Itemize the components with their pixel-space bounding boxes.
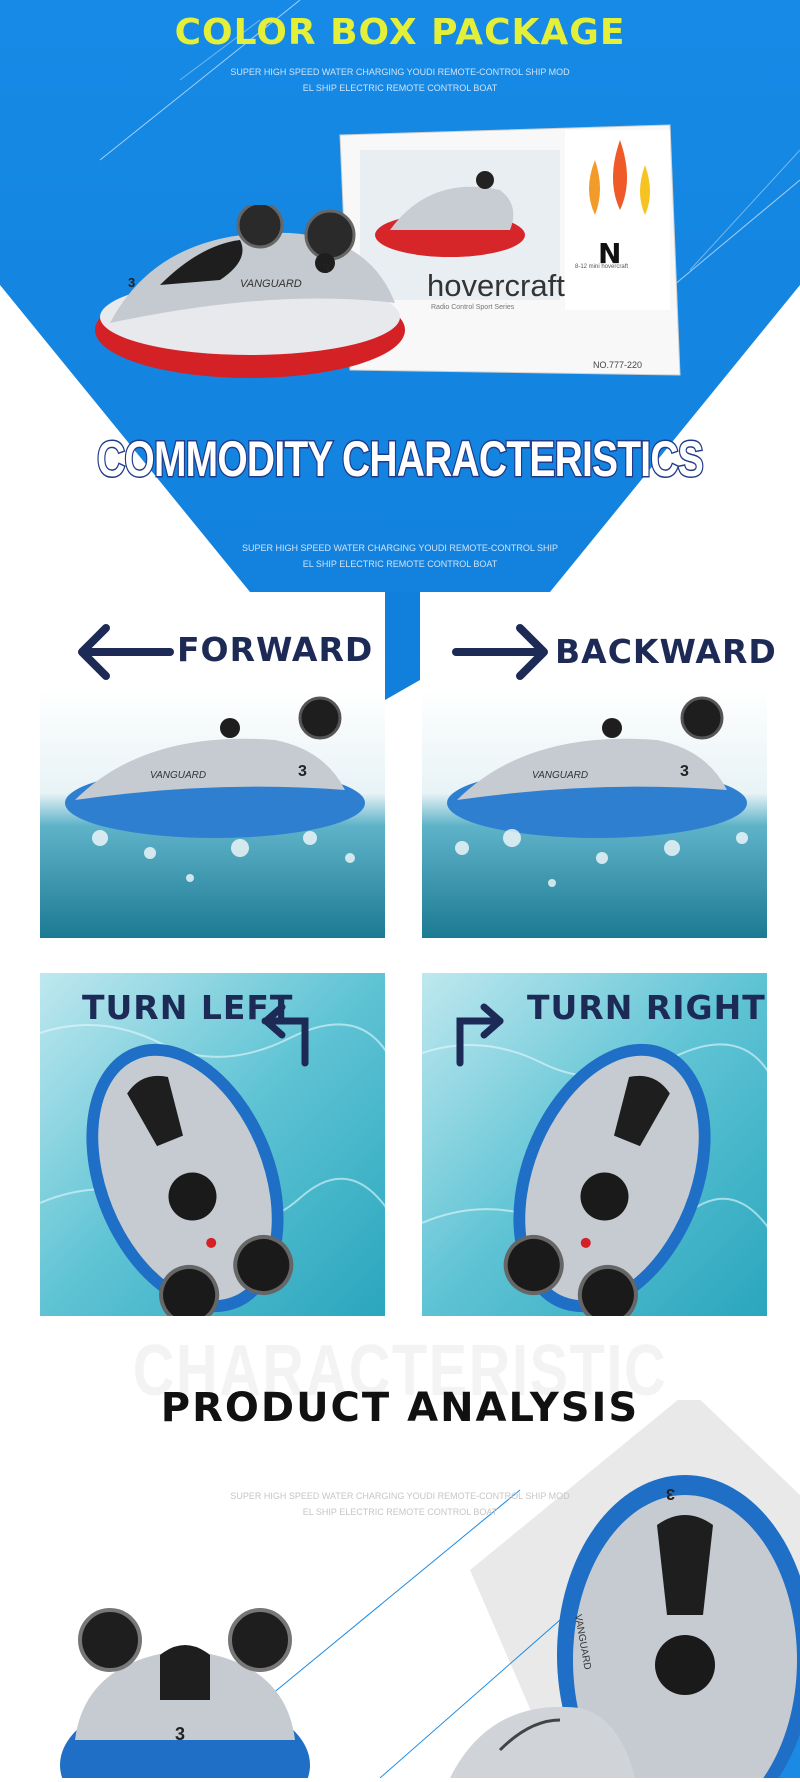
box-letter: N	[598, 237, 622, 270]
turn-right-photo-graphic	[422, 973, 767, 1316]
analysis-subtitle-2: EL SHIP ELECTRIC REMOTE CONTROL BOAT	[302, 1507, 498, 1517]
backward-photo: VANGUARD 3	[422, 688, 767, 938]
package-box: N 8-12 mini hovercraft hovercraft Radio …	[335, 120, 685, 380]
forward-arrow-icon	[78, 624, 174, 680]
characteristics-subtitle-1: SUPER HIGH SPEED WATER CHARGING YOUDI RE…	[241, 543, 559, 553]
analysis-hovercraft-top: 3 VANGUARD	[545, 1465, 800, 1782]
forward-label: FORWARD	[177, 630, 374, 669]
backward-hull-text: VANGUARD	[532, 770, 588, 781]
turn-left-photo	[40, 973, 385, 1316]
turn-right-arrow-icon	[456, 1017, 504, 1067]
analysis-hovercraft-partial-graphic	[450, 1706, 635, 1778]
analysis-subtitle-1: SUPER HIGH SPEED WATER CHARGING YOUDI RE…	[230, 1491, 570, 1501]
backward-label: BACKWARD	[555, 632, 777, 671]
analysis-front-number: 3	[175, 1724, 185, 1744]
hovercraft-red-number: 3	[128, 275, 135, 290]
forward-photo-graphic: VANGUARD 3	[40, 688, 385, 938]
header-subtitle-2: EL SHIP ELECTRIC REMOTE CONTROL BOAT	[302, 83, 498, 93]
package-box-graphic	[339, 124, 681, 376]
characteristics-title: COMMODITY CHARACTERISTICS	[96, 430, 705, 489]
box-brand: hovercraft	[427, 268, 565, 303]
hovercraft-red: VANGUARD 3 3	[90, 201, 410, 395]
characteristics-subtitle-2: EL SHIP ELECTRIC REMOTE CONTROL BOAT	[302, 559, 498, 569]
header-title: COLOR BOX PACKAGE	[174, 12, 626, 53]
analysis-title: PRODUCT ANALYSIS	[160, 1385, 640, 1431]
turn-right-photo	[422, 973, 767, 1316]
forward-hull-text: VANGUARD	[150, 770, 206, 781]
turn-left-arrow-icon	[261, 1017, 309, 1067]
analysis-hovercraft-front-graphic: 3	[60, 1608, 310, 1782]
box-tagline: Radio Control Sport Series	[431, 304, 515, 311]
backward-photo-graphic: VANGUARD 3	[422, 688, 767, 938]
backward-number: 3	[680, 763, 689, 780]
hovercraft-red-hull-text: VANGUARD	[240, 278, 302, 290]
turn-left-label: TURN LEFT	[82, 988, 294, 1027]
box-model-no: NO.777-220	[593, 360, 643, 370]
turn-left-photo-graphic	[40, 973, 385, 1316]
analysis-hovercraft-top-graphic: 3 VANGUARD	[557, 1475, 800, 1782]
forward-photo: VANGUARD 3	[40, 688, 385, 938]
turn-right-label: TURN RIGHT	[527, 988, 766, 1027]
analysis-top-number: 3	[666, 1485, 675, 1502]
hovercraft-red-graphic: VANGUARD 3 3	[95, 201, 405, 378]
backward-arrow-icon	[452, 624, 548, 680]
forward-number: 3	[298, 763, 307, 780]
header-subtitle-1: SUPER HIGH SPEED WATER CHARGING YOUDI RE…	[230, 67, 570, 77]
hovercraft-red-number-2: 3	[322, 260, 330, 276]
box-age: 8-12 mini hovercraft	[575, 264, 629, 270]
analysis-hovercraft-partial	[440, 1690, 640, 1778]
watermark-text: CHARACTERISTIC	[132, 1331, 668, 1411]
analysis-hovercraft-front: 3	[55, 1590, 315, 1782]
